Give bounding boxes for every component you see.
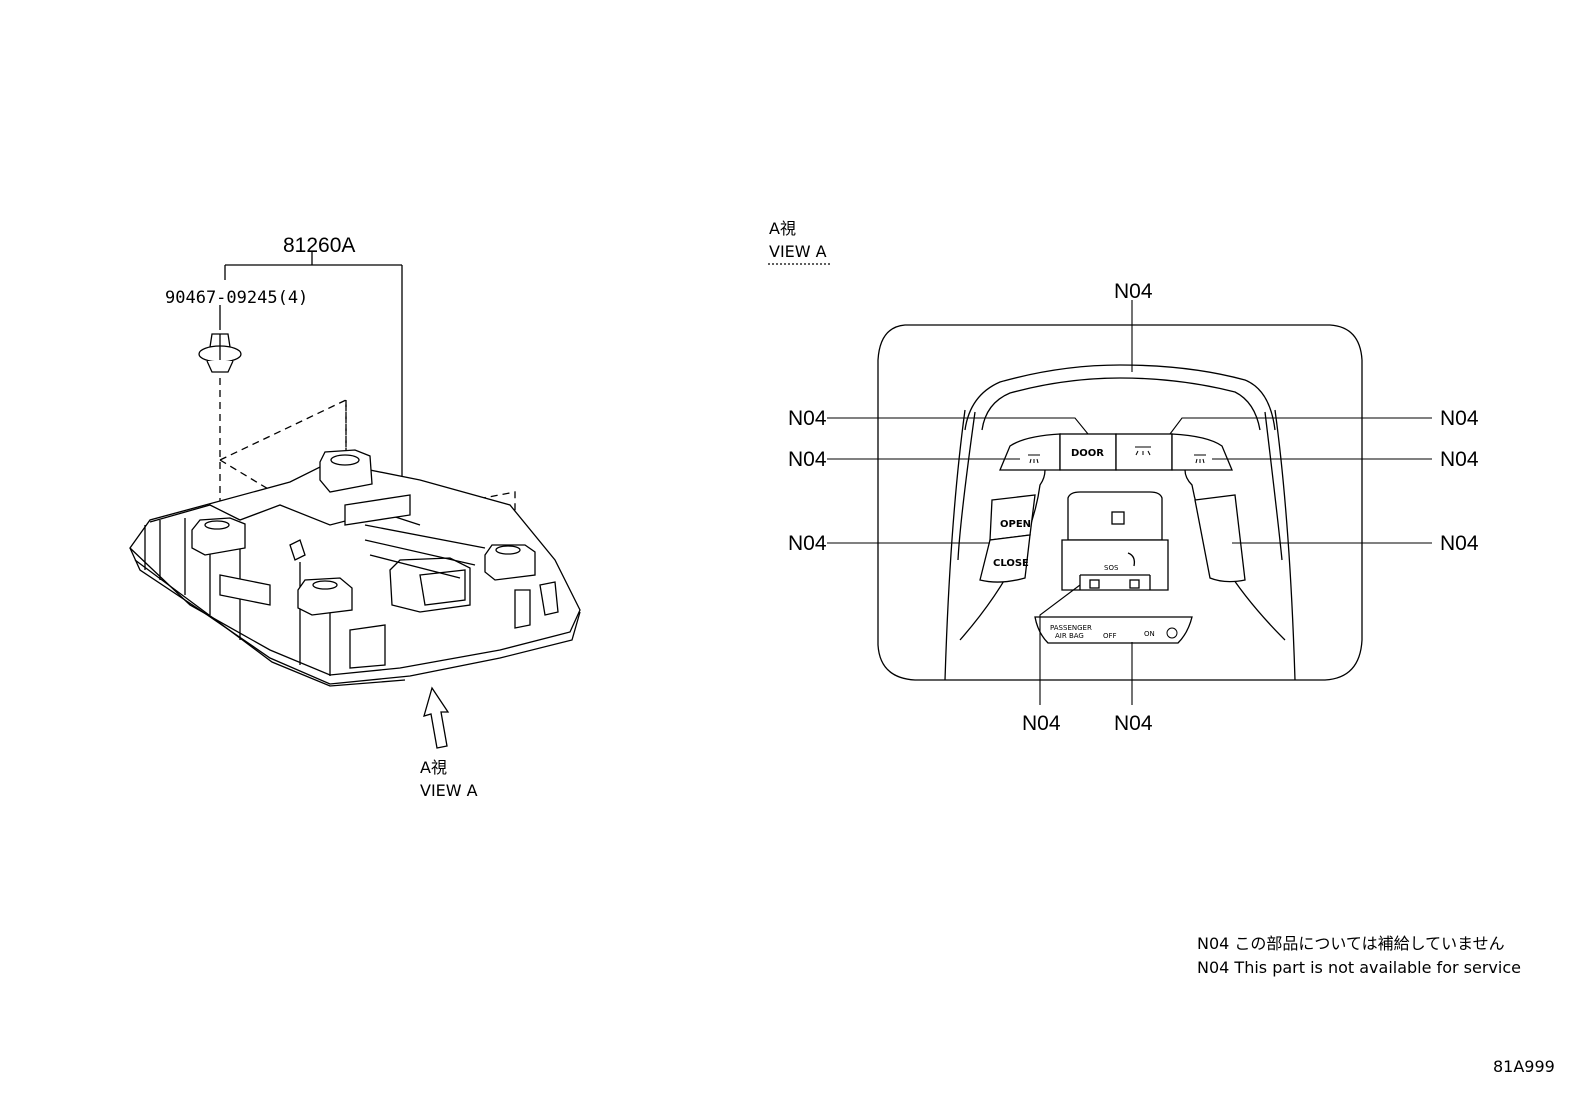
callout-n04-right-1: N04 <box>1440 407 1479 430</box>
map-light-right-button <box>1171 433 1233 471</box>
assembly-callouts <box>219 252 403 492</box>
callout-n04-top: N04 <box>1114 280 1153 303</box>
callout-n04-bottom-1: N04 <box>1022 712 1061 735</box>
note-jp: N04 この部品については補給していません <box>1197 934 1505 953</box>
dome-light-button <box>1115 433 1173 471</box>
callout-n04-right-3: N04 <box>1440 532 1479 555</box>
view-a-arrow-icon <box>423 686 450 749</box>
airbag-label-line1: PASSENGER <box>1050 624 1092 632</box>
upper-button-row <box>999 433 1233 471</box>
close-button <box>979 534 1031 583</box>
light-icon <box>1028 446 1206 464</box>
assembly-part-number: 81260A <box>283 234 355 257</box>
center-module <box>1061 491 1169 591</box>
indicator-icon <box>1111 511 1125 525</box>
callout-n04-left-1: N04 <box>788 407 827 430</box>
callout-n04-left-2: N04 <box>788 448 827 471</box>
airbag-off-label: OFF <box>1103 632 1117 640</box>
open-button-label: OPEN <box>1000 519 1031 530</box>
sos-button <box>1061 539 1169 591</box>
n04-callouts: N04 N04 N04 N04 N04 N04 N04 N04 N04 <box>788 280 1479 735</box>
sos-label: SOS <box>1104 564 1119 572</box>
right-switch <box>1194 494 1246 583</box>
view-a-label-en-left: VIEW A <box>420 781 478 800</box>
sos-arrow-icon <box>1127 552 1136 567</box>
clip-icon <box>198 333 242 373</box>
figure-id: 81A999 <box>1493 1057 1555 1076</box>
note-en: N04 This part is not available for servi… <box>1197 958 1521 977</box>
callout-n04-right-2: N04 <box>1440 448 1479 471</box>
overhead-console-assembly <box>129 449 581 687</box>
airbag-indicator-panel <box>1034 616 1193 644</box>
open-button <box>989 494 1036 541</box>
callout-leaders <box>827 300 1432 705</box>
view-a-label-jp-left: A視 <box>420 758 447 777</box>
callout-n04-left-3: N04 <box>788 532 827 555</box>
sunroof-switch <box>979 494 1036 583</box>
door-button-label: DOOR <box>1071 448 1104 459</box>
console-face <box>877 324 1363 681</box>
airbag-on-label: ON <box>1144 630 1155 638</box>
airbag-off-icon <box>1166 627 1178 639</box>
clip-part-number: 90467-09245(4) <box>165 288 308 308</box>
view-a-label-jp-right: A視 <box>769 219 796 238</box>
map-light-left-button <box>999 433 1061 471</box>
callout-n04-bottom-2: N04 <box>1114 712 1153 735</box>
airbag-label-line2: AIR BAG <box>1055 632 1084 640</box>
close-button-label: CLOSE <box>993 558 1029 569</box>
view-a-label-en-right: VIEW A <box>769 242 827 261</box>
mic-left-icon <box>1089 579 1100 589</box>
mic-right-icon <box>1129 579 1140 589</box>
